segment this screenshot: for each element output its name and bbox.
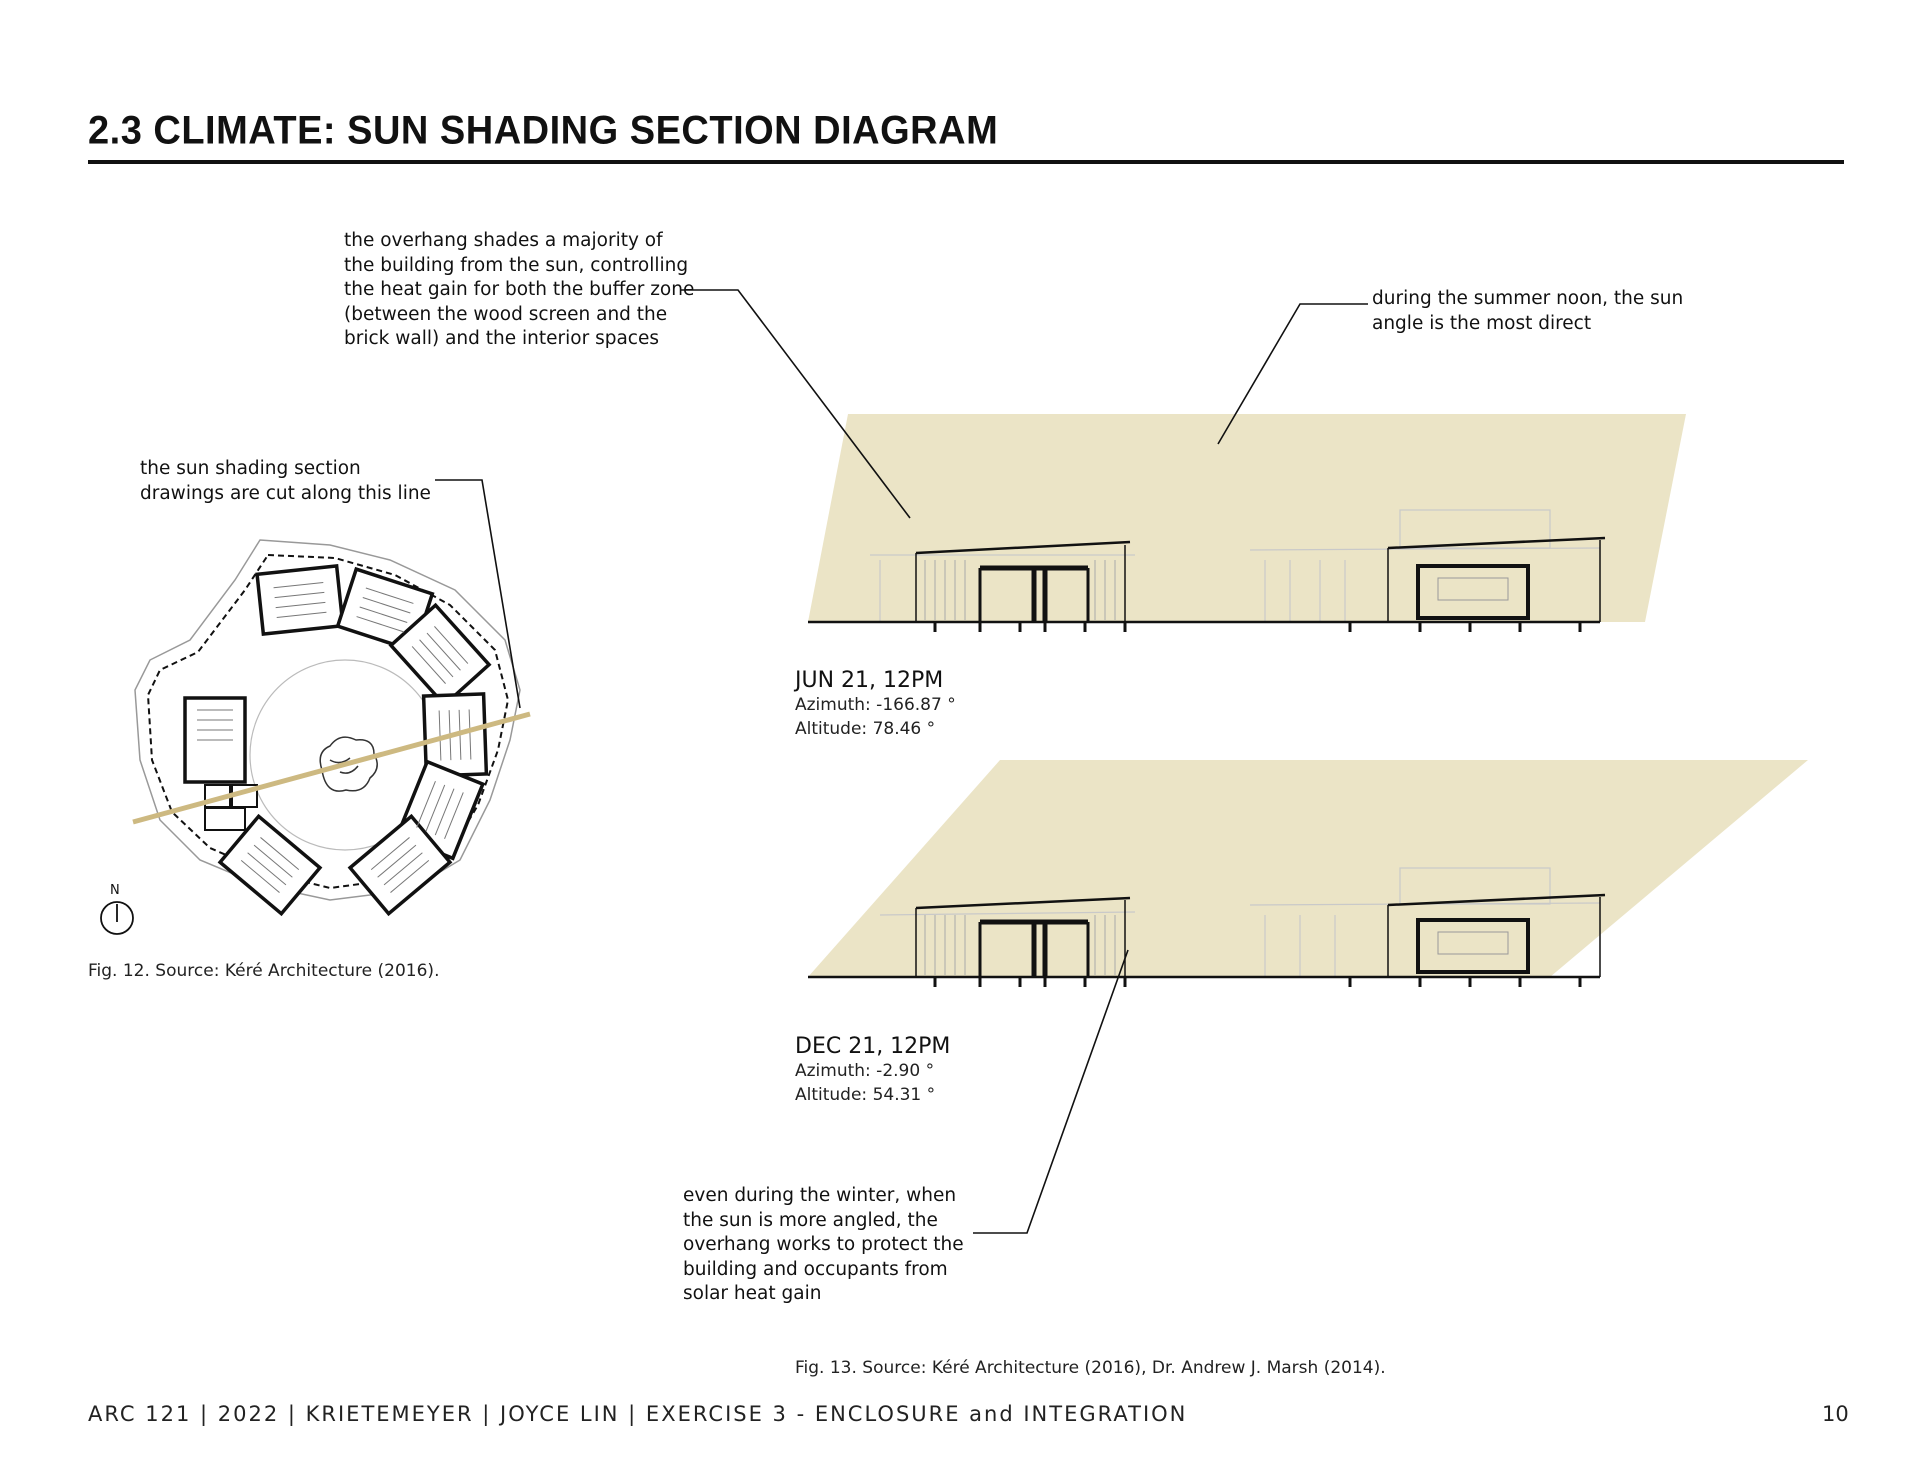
annotation-line: the sun shading section	[140, 458, 361, 479]
annotation-line: the heat gain for both the buffer zone	[344, 279, 695, 300]
annotation-line: overhang works to protect the	[683, 1234, 964, 1255]
annotation-line: angle is the most direct	[1372, 312, 1592, 334]
december-altitude: Altitude: 54.31 °	[795, 1085, 936, 1105]
annotation-line: the overhang shades a majority of	[344, 230, 663, 251]
sections-caption: Fig. 13. Source: Kéré Architecture (2016…	[795, 1358, 1386, 1378]
annotation-line: the sun is more angled, the	[683, 1209, 938, 1231]
annotation-overhang: the overhang shades a majority of the bu…	[344, 229, 694, 352]
december-date: DEC 21, 12PM	[795, 1034, 951, 1059]
annotation-winter: even during the winter, when the sun is …	[683, 1184, 964, 1307]
plan-caption: Fig. 12. Source: Kéré Architecture (2016…	[88, 961, 440, 981]
december-sun-position: DEC 21, 12PM Azimuth: -2.90 ° Altitude: …	[795, 1034, 950, 1107]
title-rule	[88, 160, 1844, 164]
north-label: N	[110, 883, 120, 898]
annotation-line: brick wall) and the interior spaces	[344, 328, 659, 349]
june-section	[808, 414, 1686, 632]
june-sun-band	[808, 414, 1686, 622]
floor-plan	[100, 539, 531, 935]
page-title: 2.3 CLIMATE: SUN SHADING SECTION DIAGRAM	[88, 108, 999, 154]
june-altitude: Altitude: 78.46 °	[795, 719, 936, 739]
north-arrow-icon	[100, 901, 134, 935]
annotation-line: (between the wood screen and the	[344, 303, 668, 325]
december-section	[808, 760, 1808, 987]
footer-text: ARC 121 | 2022 | KRIETEMEYER | JOYCE LIN…	[88, 1402, 1188, 1426]
annotation-line: drawings are cut along this line	[140, 482, 431, 504]
annotation-section-line: the sun shading section drawings are cut…	[140, 457, 431, 506]
annotation-line: even during the winter, when	[683, 1185, 957, 1206]
page-number: 10	[1822, 1402, 1849, 1426]
annotation-line: solar heat gain	[683, 1283, 822, 1304]
annotation-summer: during the summer noon, the sun angle is…	[1372, 287, 1683, 336]
june-sun-position: JUN 21, 12PM Azimuth: -166.87 ° Altitude…	[795, 668, 956, 741]
december-azimuth: Azimuth: -2.90 °	[795, 1061, 935, 1081]
december-sun-band	[808, 760, 1808, 977]
section-cut-line	[132, 711, 531, 825]
june-azimuth: Azimuth: -166.87 °	[795, 695, 956, 715]
annotation-line: building and occupants from	[683, 1258, 948, 1280]
annotation-line: the building from the sun, controlling	[344, 254, 689, 276]
leader-lines	[435, 289, 1368, 1234]
annotation-line: during the summer noon, the sun	[1372, 288, 1684, 309]
june-date: JUN 21, 12PM	[795, 668, 944, 693]
